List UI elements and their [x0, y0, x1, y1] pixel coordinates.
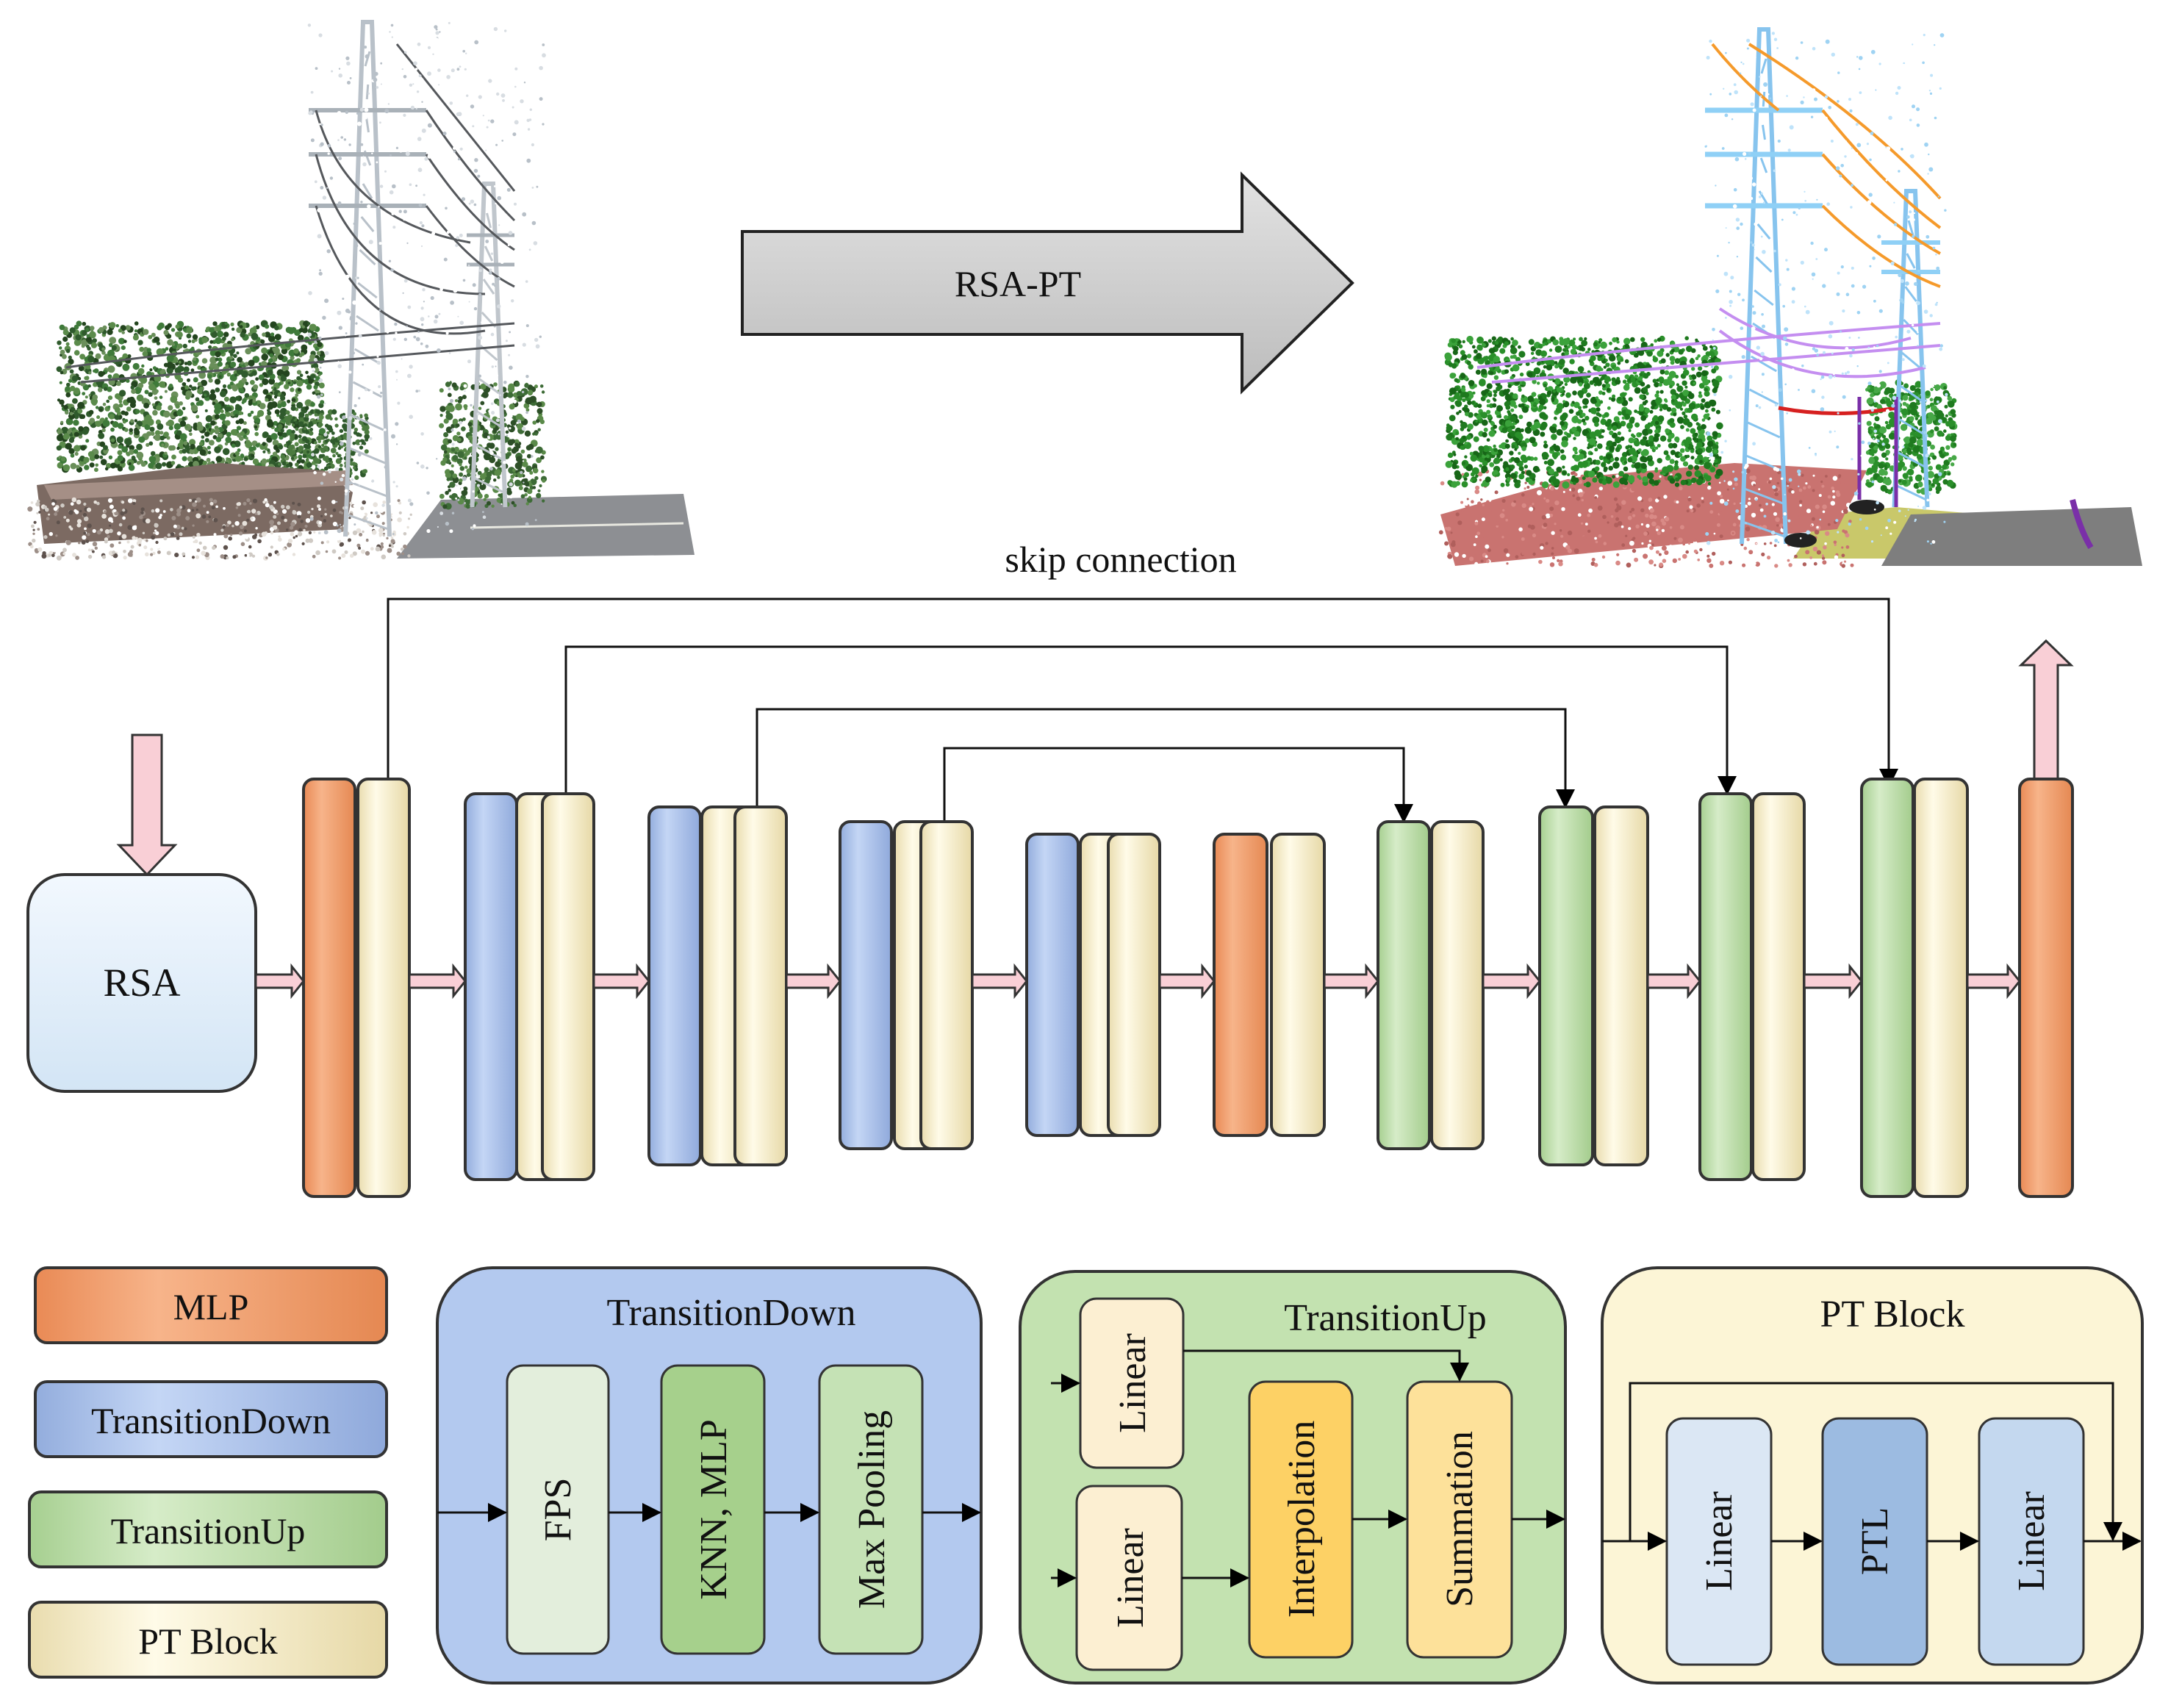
skip-connection-2 — [564, 645, 1737, 795]
tu-summation: Summation — [1406, 1380, 1513, 1659]
td-step-max-pooling-label: Max Pooling — [851, 1410, 893, 1609]
layer-group-2 — [464, 792, 595, 1181]
mlp-bar — [302, 778, 356, 1198]
transition-up-bar — [1538, 805, 1594, 1166]
network-blocks — [302, 778, 2074, 1198]
tu-arrows — [1051, 1349, 1565, 1587]
layer-group-7 — [1377, 820, 1485, 1150]
tu-linear-top: Linear — [1079, 1297, 1185, 1469]
transition-up-bar — [1860, 778, 1914, 1198]
pipeline-arrow-4 — [785, 963, 841, 1000]
input-point-cloud-image — [27, 20, 695, 561]
legend-transition-down-label: TransitionDown — [91, 1400, 331, 1441]
block-connection-arrows — [254, 963, 2021, 1000]
pt-block-bar — [733, 805, 788, 1166]
output-arrow — [2018, 639, 2074, 781]
td-step-fps: FPS — [506, 1364, 610, 1655]
pt-block-bar — [1593, 805, 1649, 1166]
legend-pt-block-label: PT Block — [138, 1621, 277, 1662]
rsa-label: RSA — [103, 961, 180, 1005]
segmented-point-cloud-image — [1438, 27, 2142, 568]
pipeline-arrow-1 — [254, 963, 305, 1000]
pipeline-arrow-5 — [971, 963, 1028, 1000]
layer-group-8 — [1538, 805, 1649, 1166]
pt-block-bar — [356, 778, 411, 1198]
pipeline-arrow-9 — [1646, 963, 1701, 1000]
pt-step-ptl-label: PTL — [1854, 1507, 1896, 1575]
transition-down-bar — [1025, 833, 1080, 1137]
transition-up-panel: TransitionUp Linear Linear Interpolation… — [1019, 1270, 1567, 1684]
pt-block-bar — [1270, 833, 1326, 1137]
tu-interpolation-label: Interpolation — [1281, 1421, 1323, 1618]
rsa-pt-label: RSA-PT — [955, 263, 1081, 304]
pt-step-linear-2: Linear — [1978, 1417, 2085, 1666]
legend-transition-up-label: TransitionUp — [111, 1510, 306, 1551]
tu-linear-bottom-label: Linear — [1110, 1528, 1152, 1628]
skip-connection-label: skip connection — [1005, 539, 1236, 580]
legend-pt-block: PT Block — [28, 1601, 388, 1679]
td-step-fps-label: FPS — [537, 1478, 579, 1542]
input-arrow — [116, 733, 178, 877]
pt-block-bar — [1913, 778, 1969, 1198]
legend-mlp: MLP — [34, 1266, 388, 1344]
td-step-knn-mlp: KNN, MLP — [660, 1364, 766, 1655]
tu-linear-bottom: Linear — [1075, 1485, 1183, 1671]
pt-step-ptl: PTL — [1821, 1417, 1928, 1666]
pipeline-arrow-2 — [408, 963, 467, 1000]
rsa-module: RSA — [26, 873, 257, 1093]
skip-connection-4 — [943, 747, 1413, 823]
mlp-bar — [1213, 833, 1268, 1137]
transition-down-bar — [464, 792, 518, 1181]
skip-connection-1 — [387, 598, 1898, 788]
mlp-bar — [2018, 778, 2074, 1198]
legend-transition-down: TransitionDown — [34, 1380, 388, 1458]
tu-summation-label: Summation — [1439, 1431, 1481, 1607]
td-step-max-pooling: Max Pooling — [818, 1364, 924, 1655]
transition-up-bar — [1698, 792, 1753, 1181]
transition-up-bar — [1377, 820, 1431, 1150]
td-step-knn-mlp-label: KNN, MLP — [693, 1419, 735, 1600]
layer-group-1 — [302, 778, 411, 1198]
td-panel-title: TransitionDown — [606, 1292, 855, 1334]
pt-block-bar — [1107, 833, 1161, 1137]
legend: MLP TransitionDown TransitionUp PT Block — [28, 1266, 388, 1679]
layer-group-3 — [647, 805, 788, 1166]
transition-down-bar — [839, 820, 893, 1150]
tu-panel-title: TransitionUp — [1284, 1297, 1486, 1339]
pt-block-bar — [1751, 792, 1806, 1181]
pt-arrows — [1602, 1382, 2142, 1551]
legend-mlp-label: MLP — [173, 1286, 249, 1327]
transition-down-bar — [647, 805, 702, 1166]
pipeline-arrow-11 — [1966, 963, 2021, 1000]
pipeline-arrow-8 — [1482, 963, 1541, 1000]
transition-down-panel: TransitionDown FPS KNN, MLP Max Pooling — [436, 1266, 983, 1684]
pt-panel-title: PT Block — [1820, 1293, 1965, 1335]
pipeline-arrow-6 — [1158, 963, 1216, 1000]
pt-step-linear-2-label: Linear — [2011, 1491, 2053, 1591]
pt-step-linear-1: Linear — [1665, 1417, 1773, 1666]
pt-step-linear-1-label: Linear — [1698, 1491, 1740, 1591]
skip-connection-3 — [756, 708, 1575, 808]
pipeline-arrow-3 — [592, 963, 650, 1000]
pipeline-arrow-7 — [1323, 963, 1379, 1000]
layer-group-10 — [1860, 778, 1969, 1198]
layer-group-5 — [1025, 833, 1161, 1137]
legend-transition-up: TransitionUp — [28, 1490, 388, 1568]
pt-block-bar — [919, 820, 974, 1150]
layer-group-9 — [1698, 792, 1806, 1181]
tu-interpolation: Interpolation — [1248, 1380, 1354, 1659]
tu-linear-top-label: Linear — [1112, 1333, 1154, 1433]
pt-block-panel: PT Block Linear PTL Linear — [1601, 1266, 2144, 1684]
skip-connections — [387, 598, 1898, 823]
rsa-pt-big-arrow: RSA-PT — [741, 171, 1354, 395]
layer-group-6 — [1213, 833, 1326, 1137]
pt-block-bar — [1430, 820, 1485, 1150]
layer-group-11 — [2018, 778, 2074, 1198]
pt-block-bar — [541, 792, 595, 1181]
layer-group-4 — [839, 820, 974, 1150]
pipeline-arrow-10 — [1803, 963, 1863, 1000]
